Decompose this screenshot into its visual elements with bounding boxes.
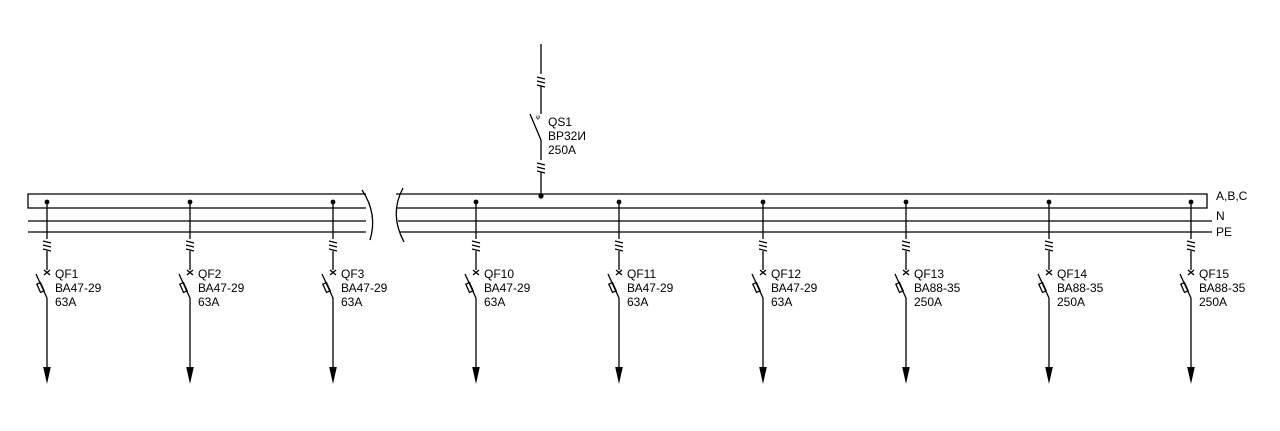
feeder-rating: 250А <box>1057 295 1085 309</box>
feeder-rating: 63А <box>627 295 648 309</box>
incomer-id: QS1 <box>548 115 572 129</box>
incomer-rating: 250А <box>548 143 576 157</box>
feeder-rating: 63А <box>198 295 219 309</box>
feeder-rating: 63А <box>771 295 792 309</box>
feeder-id: QF1 <box>55 267 79 281</box>
feeder-id: QF12 <box>771 267 801 281</box>
feeder-id: QF2 <box>198 267 222 281</box>
feeder-rating: 250А <box>1199 295 1227 309</box>
feeder-type: ВА47-29 <box>55 281 102 295</box>
feeder-type: ВА47-29 <box>341 281 388 295</box>
feeder-id: QF11 <box>627 267 656 281</box>
bus-label-neutral: N <box>1216 209 1225 223</box>
feeder-type: ВА88-35 <box>1057 281 1104 295</box>
svg-text:ᵠ: ᵠ <box>536 113 540 123</box>
feeder-id: QF13 <box>914 267 944 281</box>
incomer-type: ВР32И <box>548 129 586 143</box>
feeder-type: ВА47-29 <box>198 281 245 295</box>
feeder-id: QF15 <box>1199 267 1229 281</box>
feeder-type: ВА47-29 <box>771 281 818 295</box>
feeder-id: QF10 <box>484 267 514 281</box>
bus-break-right <box>395 187 405 243</box>
bus-label-pe: PE <box>1216 225 1232 239</box>
feeder-rating: 250А <box>914 295 942 309</box>
feeder-rating: 63А <box>341 295 362 309</box>
busbar-left <box>27 193 366 233</box>
bus-label-phases: A,B,C <box>1216 189 1248 203</box>
bus-break-left <box>361 189 374 241</box>
feeder-type: ВА47-29 <box>484 281 531 295</box>
feeder-group: QF1ВА47-2963АQF2ВА47-2963АQF3ВА47-2963АQ… <box>35 199 1246 384</box>
feeder-id: QF3 <box>341 267 365 281</box>
feeder-type: ВА88-35 <box>914 281 961 295</box>
busbar-right <box>396 193 1212 233</box>
feeder-rating: 63А <box>484 295 505 309</box>
incomer-qs1: ᵠ QS1 ВР32И 250А <box>529 44 586 199</box>
feeder-type: ВА88-35 <box>1199 281 1246 295</box>
feeder-id: QF14 <box>1057 267 1087 281</box>
feeder-type: ВА47-29 <box>627 281 674 295</box>
feeder-rating: 63А <box>55 295 76 309</box>
